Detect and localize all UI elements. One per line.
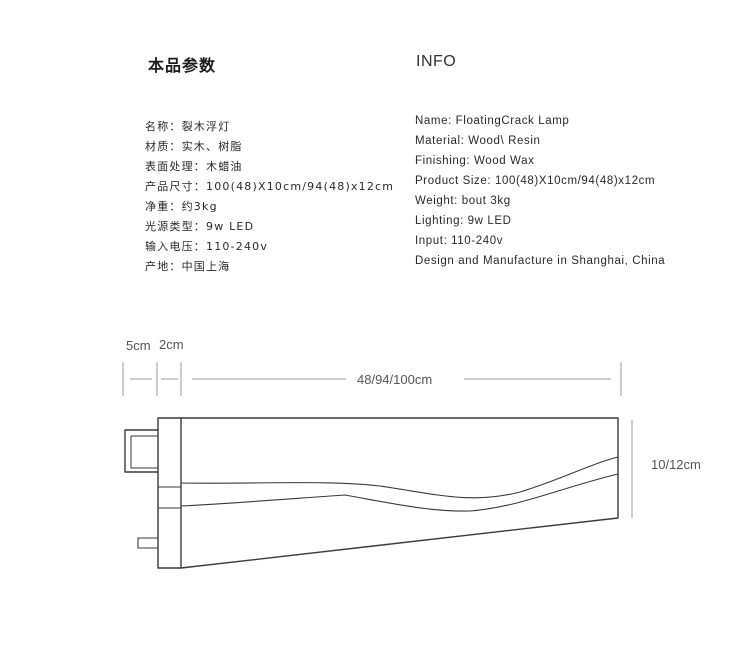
dim-label-bracket: 5cm (126, 338, 151, 353)
spec-material-cn: 材质：实木、树脂 (145, 140, 243, 153)
spec-finishing-en: Finishing: Wood Wax (415, 155, 535, 167)
spec-weight-en: Weight: bout 3kg (415, 195, 511, 207)
spec-origin-en: Design and Manufacture in Shanghai, Chin… (415, 255, 666, 267)
spec-input-en: Input: 110-240v (415, 235, 504, 247)
spec-size-cn: 产品尺寸：100(48)X10cm/94(48)x12cm (145, 180, 395, 193)
spec-material-en: Material: Wood\ Resin (415, 135, 541, 147)
spec-finishing-cn: 表面处理：木蜡油 (145, 160, 243, 173)
spec-size-en: Product Size: 100(48)X10cm/94(48)x12cm (415, 175, 656, 187)
end-cap (157, 417, 182, 569)
lamp-drawing (124, 417, 619, 569)
spec-list-en: Name: FloatingCrack Lamp Material: Wood\… (415, 111, 665, 271)
spec-name-cn: 名称：裂木浮灯 (145, 120, 231, 133)
spec-title-cn: 本品参数 (148, 56, 217, 75)
crack-line-lower (180, 473, 619, 512)
spec-list-cn: 名称：裂木浮灯 材质：实木、树脂 表面处理：木蜡油 产品尺寸：100(48)X1… (145, 117, 394, 277)
dim-label-endcap: 2cm (159, 337, 184, 352)
lamp-body-outline (180, 417, 619, 569)
spec-origin-cn: 产地：中国上海 (145, 260, 231, 273)
crack-line-upper (180, 456, 619, 499)
dim-label-length: 48/94/100cm (357, 372, 432, 387)
spec-input-cn: 输入电压：110-240v (145, 240, 269, 253)
spec-weight-cn: 净重：约3kg (145, 200, 218, 213)
spec-name-en: Name: FloatingCrack Lamp (415, 115, 570, 127)
wall-bracket (124, 429, 158, 473)
wall-bracket-inner (130, 435, 158, 469)
dim-label-height: 10/12cm (651, 457, 701, 472)
spec-lighting-en: Lighting: 9w LED (415, 215, 512, 227)
spec-lighting-cn: 光源类型：9w LED (145, 220, 255, 233)
power-pin (137, 537, 158, 549)
dimension-lines (122, 362, 633, 518)
spec-title-en: INFO (416, 53, 457, 70)
